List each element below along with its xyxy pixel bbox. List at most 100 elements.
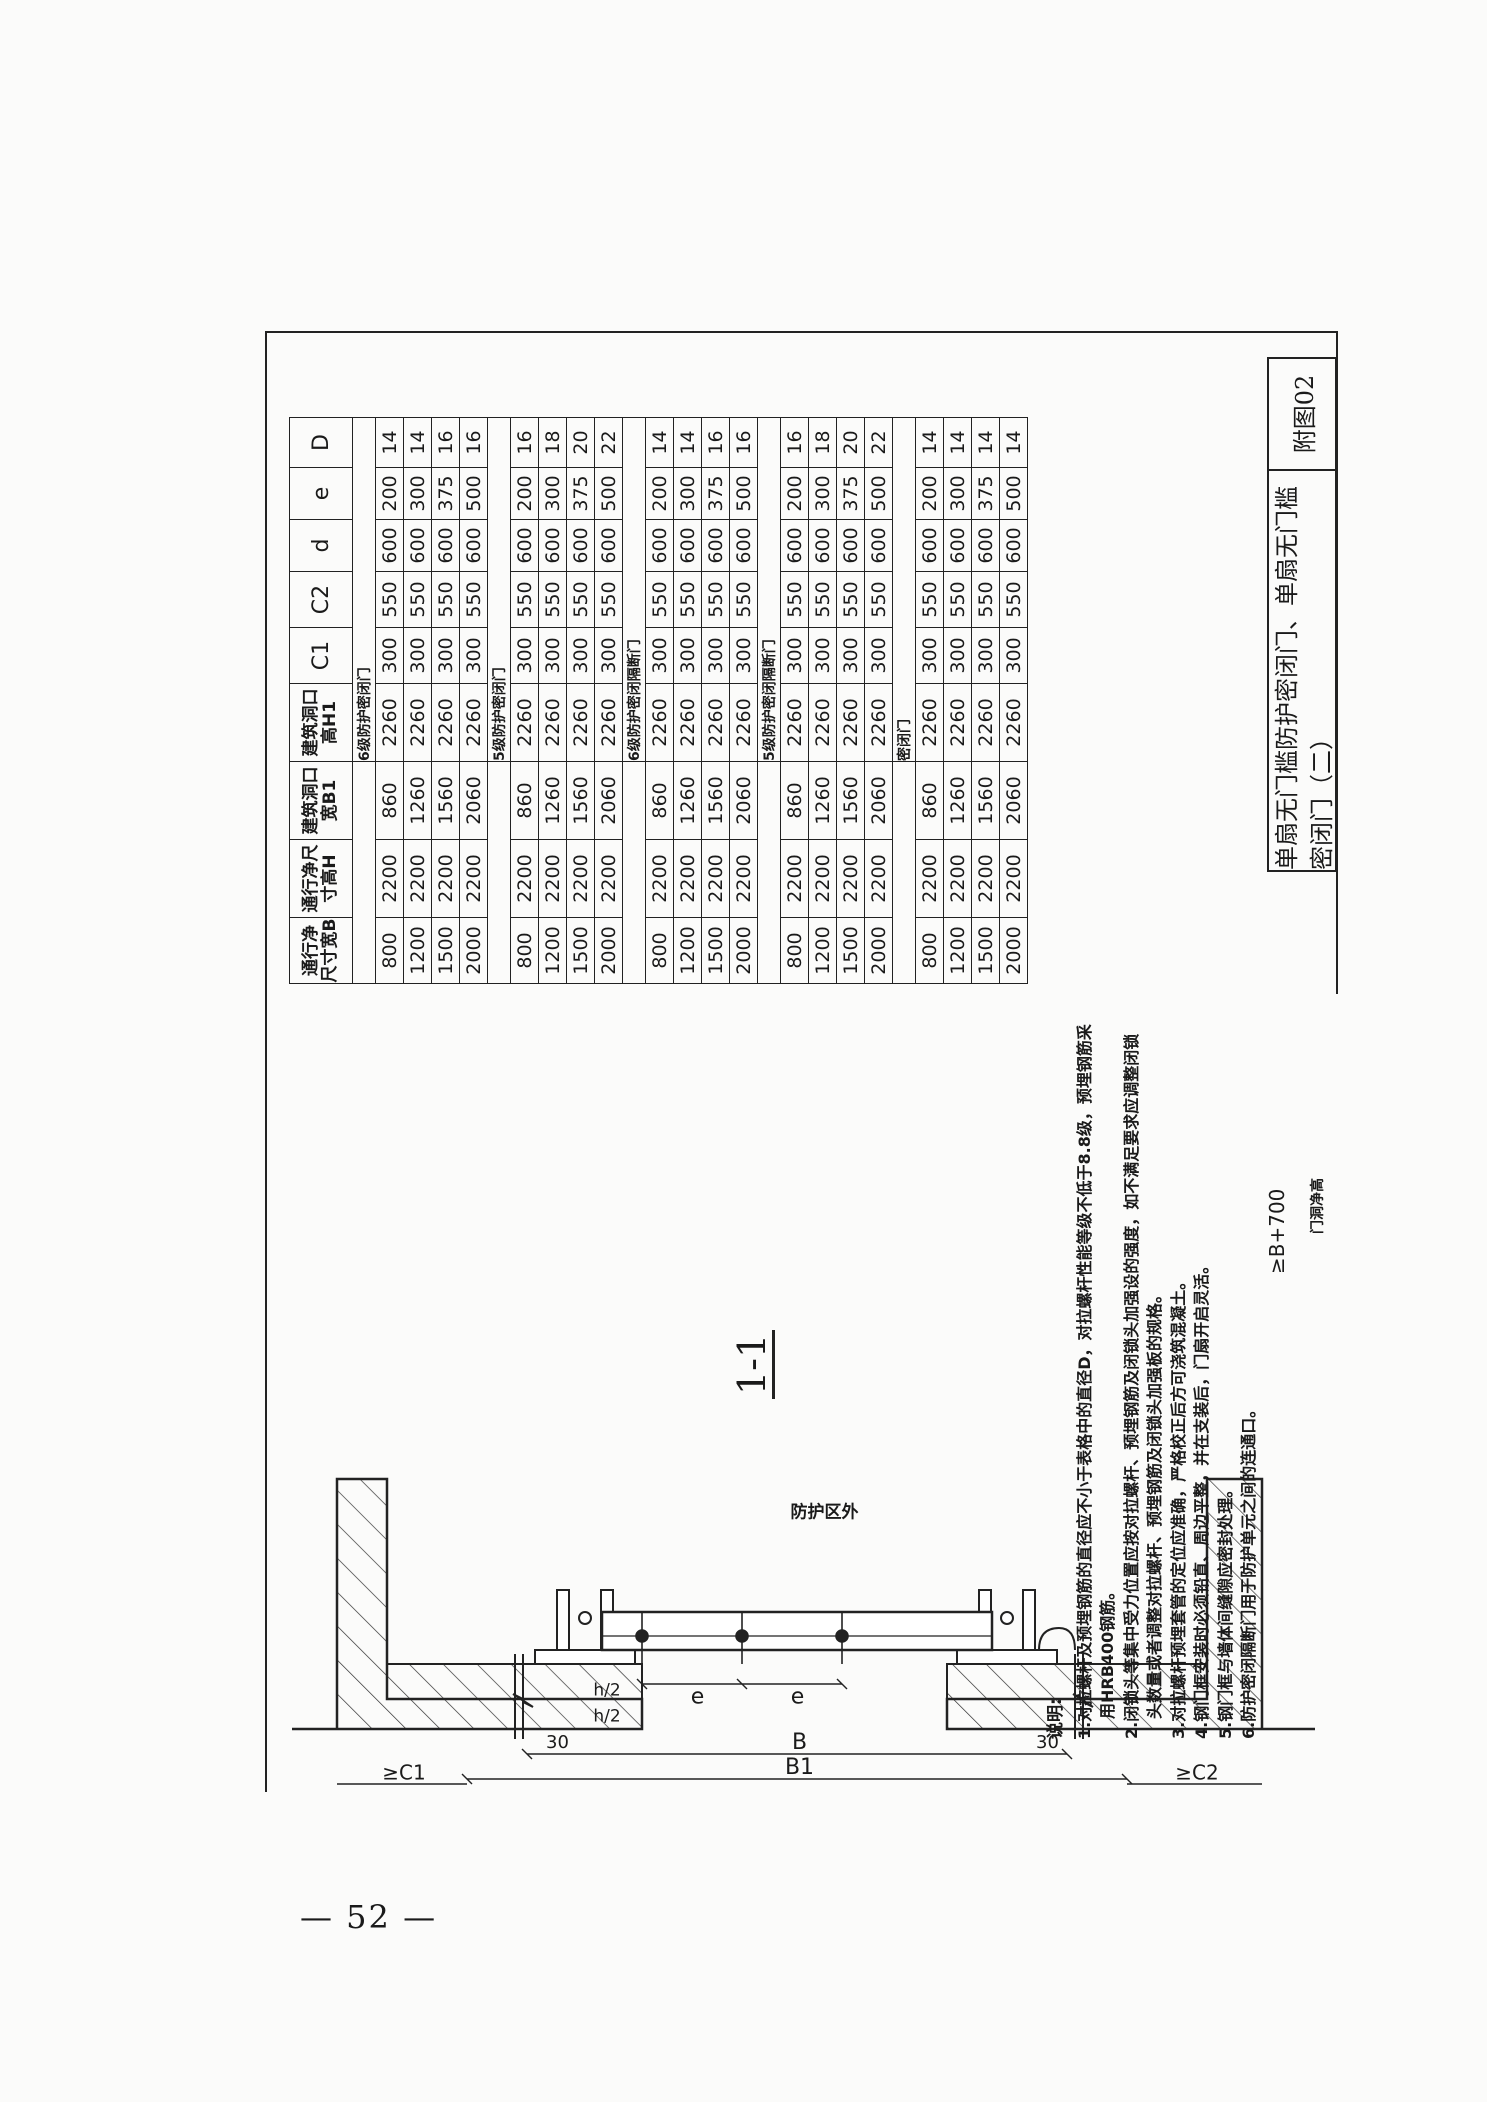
table-cell: 14 <box>645 417 674 468</box>
dim-h2-right: h/2 <box>593 1680 621 1701</box>
table-cell: 2200 <box>594 839 623 918</box>
table-cell: 18 <box>808 417 837 468</box>
table-cell: 800 <box>645 917 674 984</box>
table-cell: 2260 <box>808 683 837 762</box>
table-cell: 2200 <box>701 839 730 918</box>
group-label: 6级防护密闭门 <box>352 417 376 762</box>
section-title: 1-1 <box>730 1329 775 1399</box>
table-cell: 800 <box>375 917 404 984</box>
table-cell: 550 <box>864 571 893 628</box>
table-cell: 550 <box>971 571 1000 628</box>
table-cell: 600 <box>915 519 944 572</box>
table-cell: 375 <box>701 467 730 520</box>
table-cell: 2000 <box>729 917 758 984</box>
title-block: 单扇无门槛防护密闭门、单扇无门槛密闭门（二） 附图02 <box>1267 357 1337 872</box>
table-cell: 2060 <box>459 761 488 840</box>
table-cell: 600 <box>566 519 595 572</box>
table-cell: 2260 <box>538 683 567 762</box>
table-cell: 600 <box>780 519 809 572</box>
table-cell: 860 <box>510 761 539 840</box>
table-cell: 2260 <box>915 683 944 762</box>
table-cell: 14 <box>375 417 404 468</box>
table-cell: 1260 <box>673 761 702 840</box>
table-cell: 300 <box>459 627 488 684</box>
table-cell: 1200 <box>538 917 567 984</box>
table-cell: 1500 <box>971 917 1000 984</box>
table-cell: 300 <box>808 467 837 520</box>
table-cell: 1260 <box>808 761 837 840</box>
table-cell: 14 <box>915 417 944 468</box>
header-c1: C1 <box>289 627 353 684</box>
table-cell: 550 <box>594 571 623 628</box>
table-cell: 16 <box>729 417 758 468</box>
group-spacer-cell <box>352 761 376 984</box>
table-group-row: 5级防护密闭门 <box>487 417 511 984</box>
table-cell: 2200 <box>459 839 488 918</box>
table-cell: 2060 <box>594 761 623 840</box>
table-group-row: 6级防护密闭隔断门 <box>622 417 646 984</box>
table-cell: 2200 <box>403 839 432 918</box>
table-cell: 1500 <box>701 917 730 984</box>
table-cell: 2260 <box>510 683 539 762</box>
table-cell: 2200 <box>538 839 567 918</box>
drawing-sheet: B1 B e e ≥C1 ≥C2 30 30 h/2 h/2 ≥B+700 门洞… <box>265 331 1340 1794</box>
table-cell: 800 <box>915 917 944 984</box>
table-cell: 300 <box>375 627 404 684</box>
table-cell: 550 <box>510 571 539 628</box>
table-cell: 2260 <box>729 683 758 762</box>
table-cell: 300 <box>971 627 1000 684</box>
table-cell: 2260 <box>594 683 623 762</box>
table-cell: 2200 <box>566 839 595 918</box>
table-cell: 200 <box>915 467 944 520</box>
note-item: 3.对拉螺杆预埋套管的定位应准确，严格校正后方可浇筑混凝土。 <box>1168 1273 1188 1739</box>
table-cell: 18 <box>538 417 567 468</box>
table-cell: 2260 <box>431 683 460 762</box>
table-cell: 500 <box>459 467 488 520</box>
table-cell: 2260 <box>673 683 702 762</box>
note-item: 5.钢门框与墙体间缝隙应密封处理。 <box>1215 1481 1235 1739</box>
dim-e-left: e <box>690 1684 705 1710</box>
group-spacer-cell <box>892 761 916 984</box>
table-cell: 860 <box>645 761 674 840</box>
table-cell: 300 <box>594 627 623 684</box>
table-cell: 14 <box>403 417 432 468</box>
header-e: e <box>289 467 353 520</box>
table-cell: 300 <box>808 627 837 684</box>
table-cell: 2260 <box>459 683 488 762</box>
table-cell: 2200 <box>836 839 865 918</box>
table-cell: 550 <box>780 571 809 628</box>
table-cell: 300 <box>538 627 567 684</box>
header-d: D <box>289 417 353 468</box>
table-cell: 2000 <box>459 917 488 984</box>
header-b: 通行净尺寸宽B <box>289 917 353 984</box>
table-cell: 2260 <box>645 683 674 762</box>
table-cell: 800 <box>780 917 809 984</box>
table-cell: 2260 <box>701 683 730 762</box>
section-geometry <box>267 994 1340 1794</box>
note-item: 2.闭锁头等集中受力位置应按对拉螺杆、预埋钢筋及闭锁头加强设的强度，如不满足要求… <box>1121 1033 1165 1739</box>
table-cell: 600 <box>594 519 623 572</box>
table-cell: 2000 <box>864 917 893 984</box>
table-group-row: 5级防护密闭隔断门 <box>757 417 781 984</box>
table-cell: 500 <box>864 467 893 520</box>
table-cell: 860 <box>915 761 944 840</box>
table-cell: 1500 <box>431 917 460 984</box>
table-cell: 550 <box>375 571 404 628</box>
table-cell: 600 <box>403 519 432 572</box>
table-cell: 600 <box>864 519 893 572</box>
table-header-row: 通行净尺寸宽B 通行净尺寸高H 建筑洞口宽B1 建筑洞口高H1 C1 C2 d … <box>289 417 353 984</box>
table-cell: 1560 <box>836 761 865 840</box>
table-cell: 300 <box>673 627 702 684</box>
dim-c2: ≥C2 <box>1175 1760 1219 1785</box>
table-cell: 500 <box>999 467 1028 520</box>
table-cell: 200 <box>375 467 404 520</box>
table-cell: 600 <box>375 519 404 572</box>
table-cell: 500 <box>729 467 758 520</box>
